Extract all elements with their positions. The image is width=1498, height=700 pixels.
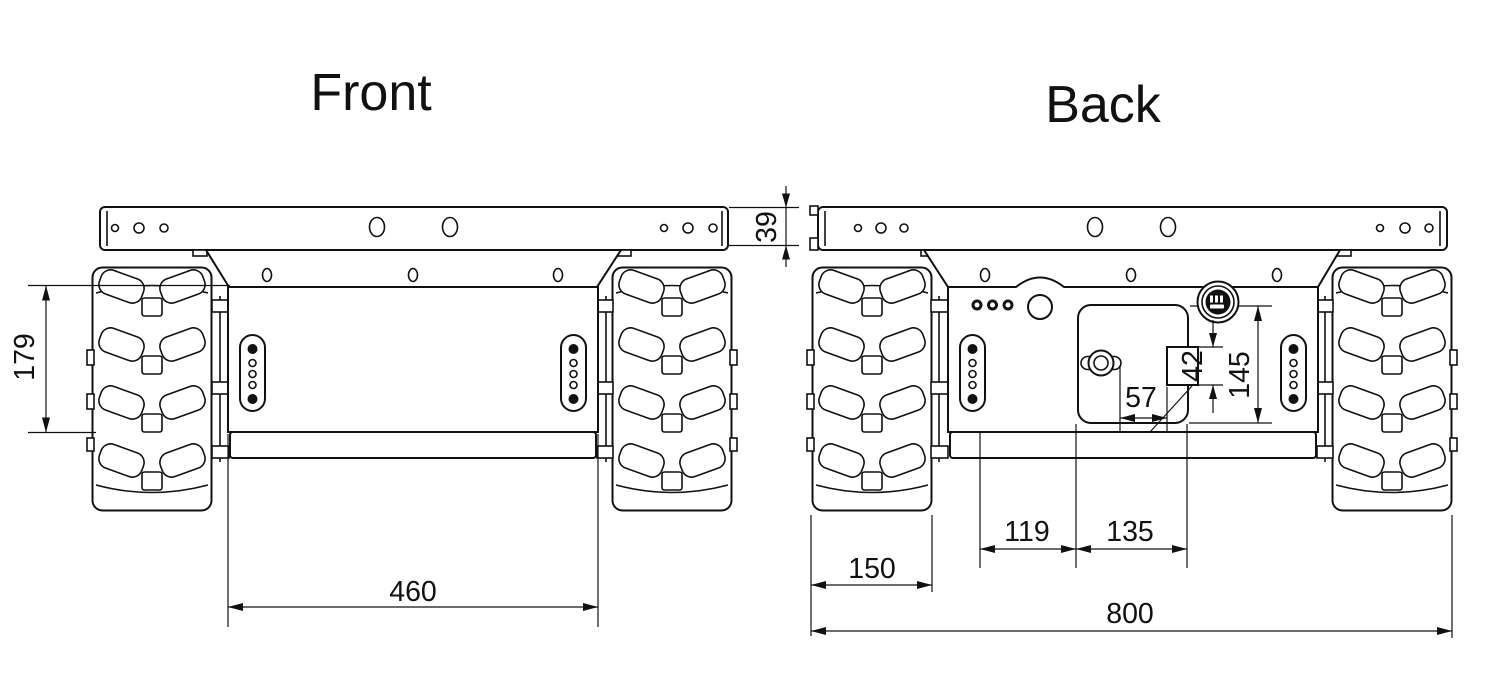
dim-179-label: 179 (9, 333, 41, 381)
front-bar-tab-left (192, 249, 208, 257)
dim-bar-height: 39 (729, 186, 799, 267)
dim-39-label: 39 (751, 211, 783, 243)
dim-socket-height: 42 (1177, 320, 1223, 413)
back-right-axle-brackets (1316, 296, 1334, 462)
wheel-back-right (1331, 266, 1458, 512)
front-trapezoid-holes (261, 267, 564, 283)
back-trapezoid-holes (979, 267, 1283, 283)
back-view-title: Back (1045, 76, 1162, 134)
back-bar-clip-bottom (809, 237, 819, 251)
front-left-axle-brackets (211, 296, 230, 462)
front-bar-holes (110, 216, 718, 238)
back-view: Back (806, 76, 1458, 638)
wheel-front-right (611, 266, 738, 512)
dim-wheel-width: 150 (810, 515, 933, 636)
back-bar-clip-top (809, 205, 819, 216)
dim-800-label: 800 (1106, 598, 1154, 630)
key-switch (1080, 349, 1122, 377)
back-top-bar (809, 205, 1448, 257)
dim-42-label: 42 (1177, 350, 1209, 382)
dim-overall-width: 800 (811, 515, 1453, 638)
front-bottom-plate (229, 431, 597, 459)
wheel-back-left (806, 266, 933, 512)
square-socket (1166, 346, 1199, 386)
wheel-front-left (86, 266, 213, 512)
dim-460-label: 460 (389, 576, 437, 608)
charge-connector-pins (1210, 295, 1224, 309)
dim-145-label: 145 (1224, 351, 1256, 399)
dim-57-label: 57 (1125, 382, 1157, 414)
back-bottom-plate (949, 431, 1317, 459)
front-view: Front (9, 64, 799, 627)
back-indicator-dots (971, 299, 1014, 311)
dim-119-label: 119 (1004, 516, 1049, 548)
front-body (227, 286, 599, 433)
round-port (1027, 294, 1053, 320)
back-left-pin-connector (959, 334, 986, 412)
back-left-axle-brackets (930, 296, 949, 462)
back-trapezoid (922, 249, 1342, 288)
dim-right-span: 135 (1076, 424, 1188, 568)
back-right-pin-connector (1280, 334, 1307, 412)
back-bar-holes (853, 216, 1434, 238)
front-left-pin-connector (239, 334, 266, 412)
front-view-title: Front (310, 64, 432, 122)
front-top-bar (99, 206, 729, 257)
front-trapezoid (204, 249, 623, 288)
dim-key-to-socket: 57 (1119, 365, 1193, 433)
dim-front-body-height: 179 (9, 284, 230, 434)
dim-front-body-width: 460 (227, 434, 599, 627)
dim-150-label: 150 (848, 553, 896, 585)
front-right-pin-connector (560, 334, 587, 412)
charge-connector (1196, 280, 1240, 324)
dim-panel-height: 145 (1189, 306, 1272, 424)
front-right-axle-brackets (596, 296, 614, 462)
dim-135-label: 135 (1106, 516, 1154, 548)
dim-left-span: 119 (979, 424, 1077, 568)
